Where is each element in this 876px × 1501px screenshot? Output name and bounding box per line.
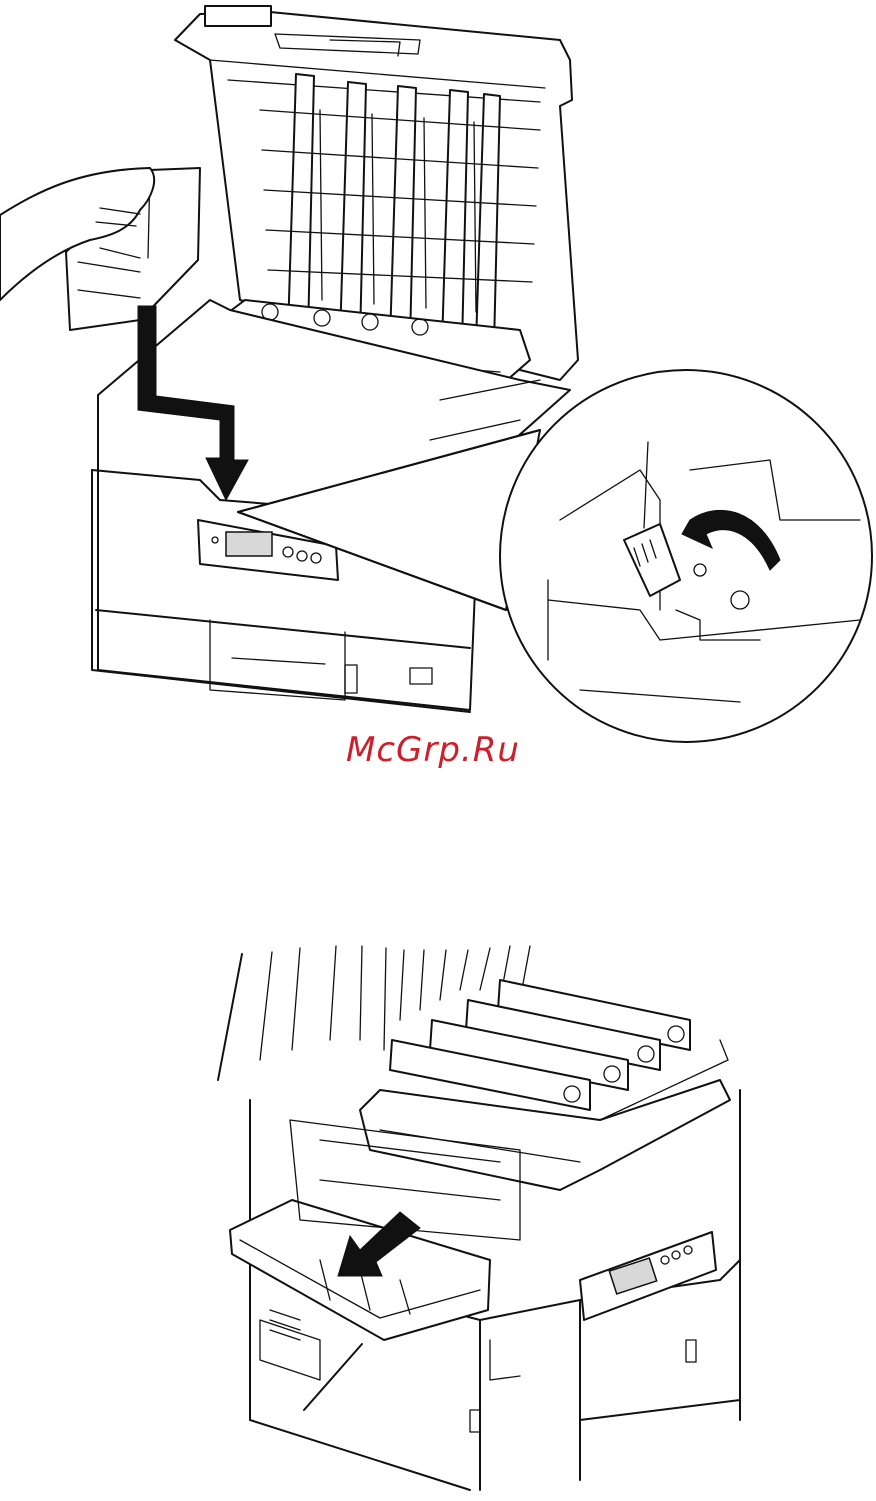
toner-cartridges: [390, 980, 690, 1110]
control-panel-2: [580, 1232, 716, 1320]
